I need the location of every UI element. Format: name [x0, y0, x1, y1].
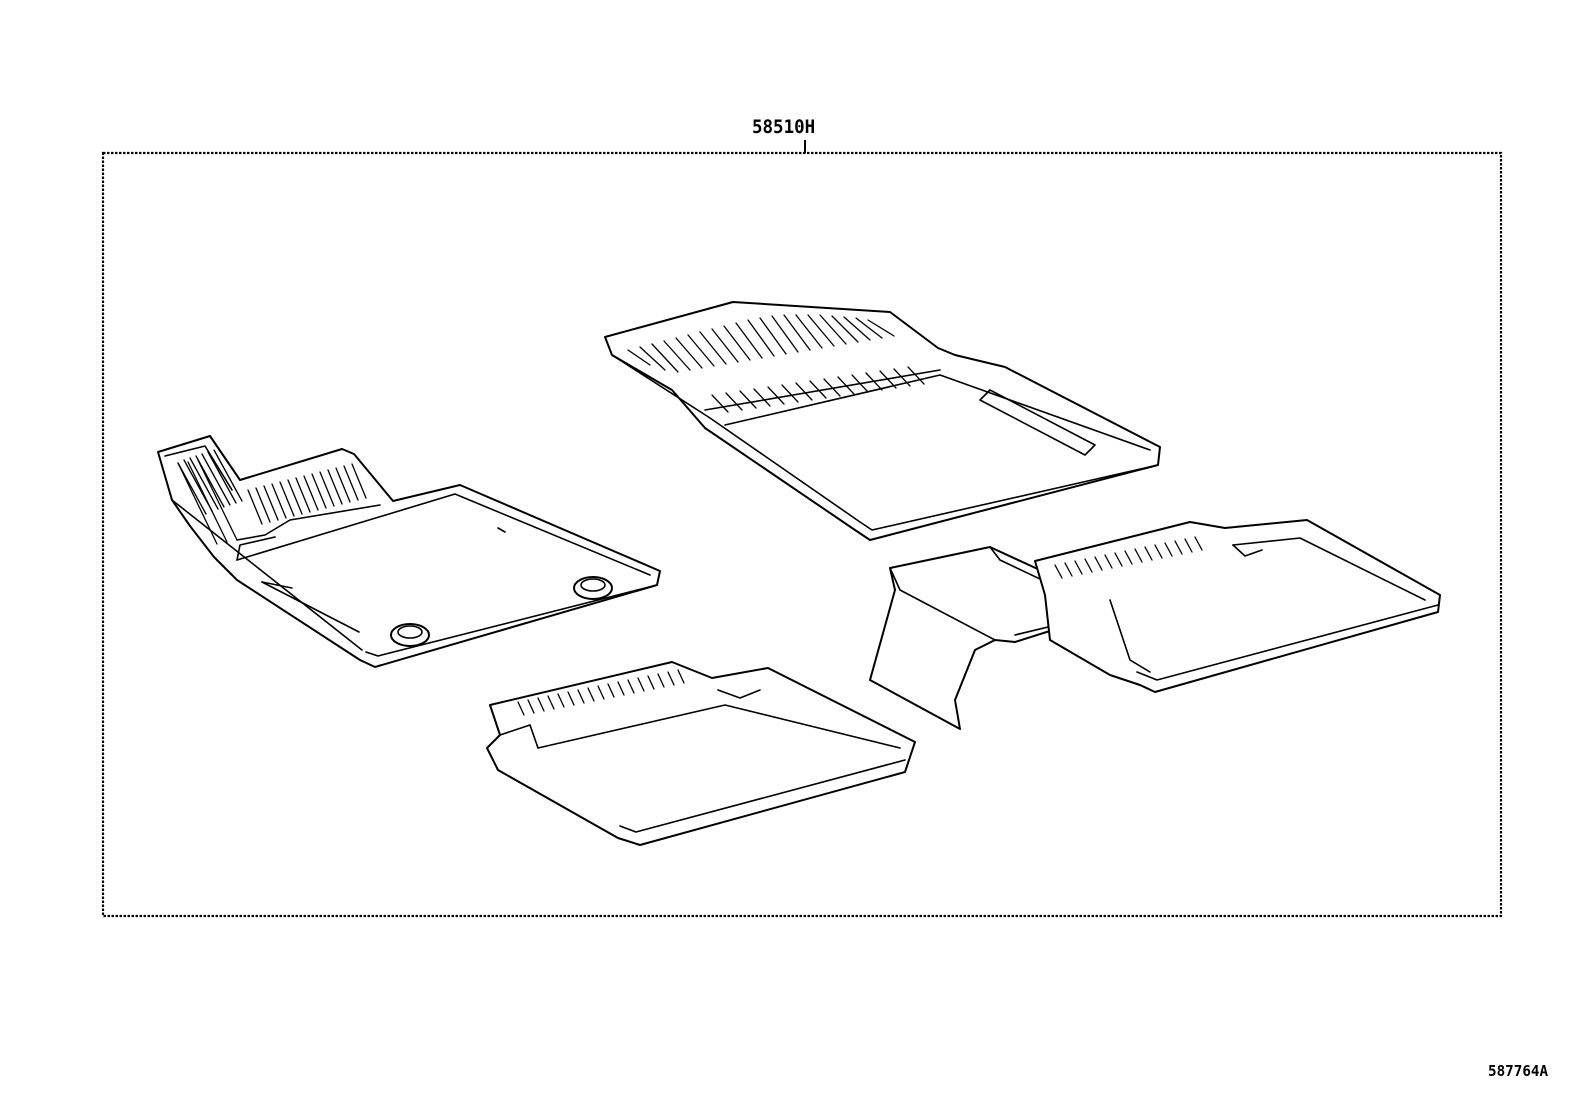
part-number-label[interactable]: 58510H	[752, 116, 816, 138]
parts-group-frame	[101, 151, 1503, 918]
diagram-reference-id: 587764A	[1488, 1062, 1549, 1080]
front-right-floor-mat-icon[interactable]	[604, 301, 1161, 541]
rear-left-floor-mat-icon[interactable]	[486, 661, 916, 846]
rear-right-floor-mat-icon[interactable]	[1034, 519, 1441, 693]
front-left-floor-mat-icon[interactable]	[157, 435, 661, 668]
